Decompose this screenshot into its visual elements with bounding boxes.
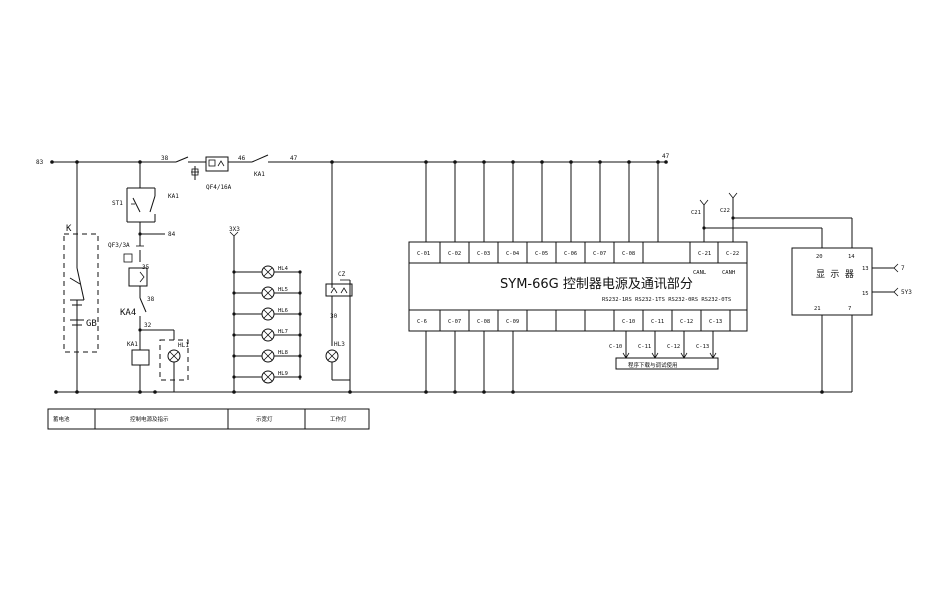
legend-battery: 蓄电池 (53, 415, 70, 423)
bottom-terminal-label: C-07 (448, 319, 461, 325)
control-supply-section (123, 162, 189, 392)
c22-label: C22 (720, 208, 730, 214)
program-download (615, 331, 719, 370)
bottom-terminal-cell (729, 309, 748, 332)
program-term-c13: C-13 (696, 344, 709, 350)
lamp-label-hl5: HL5 (278, 287, 288, 293)
wire-label-ka1-main: KA1 (254, 171, 265, 178)
bottom-terminal-cell (555, 309, 586, 332)
top-terminal-label: C-22 (726, 251, 739, 257)
node-35-label: 35 (142, 264, 150, 271)
legend-work-lamp: 工作灯 (330, 415, 347, 423)
program-term-c11: C-11 (638, 344, 651, 350)
program-term-c10: C-10 (609, 344, 622, 350)
bottom-terminal-cell (584, 309, 615, 332)
socket-cz-label: CZ (338, 271, 346, 278)
qf3-label: QF3/3A (108, 242, 130, 249)
display-pin-20: 20 (816, 254, 823, 260)
display-pin-14: 14 (848, 254, 855, 260)
wire-label-47: 47 (290, 155, 298, 162)
battery-gb-label: GB (86, 319, 97, 329)
bottom-terminal-label: C-12 (680, 319, 693, 325)
top-terminal-label: C-05 (535, 251, 548, 257)
display-ext-7: 7 (901, 265, 905, 272)
legend-table (47, 408, 370, 430)
bottom-terminal-label: C-6 (417, 319, 427, 325)
wire-label-83: 83 (36, 159, 44, 166)
ka1-coil-label: KA1 (127, 341, 138, 348)
qf4-label: QF4/16A (206, 184, 232, 191)
display-unit (791, 247, 899, 392)
qf4-breaker (191, 156, 229, 180)
program-term-c12: C-12 (667, 344, 680, 350)
controller-bottom-terminals: C-6 C-07 C-08 C-09 C-10 C-11 C-12 C-13 (408, 309, 748, 332)
top-terminal-label: C-08 (622, 251, 635, 257)
lamp-label-hl6: HL6 (278, 308, 288, 314)
wire-label-47-end: 47 (662, 153, 670, 160)
legend-side-lamps: 示宽灯 (256, 415, 273, 423)
node-32-label: 32 (144, 322, 152, 329)
bottom-terminal-cell (526, 309, 557, 332)
can-l-label: CANL (693, 270, 707, 276)
lamp-label-hl4: HL4 (278, 266, 289, 272)
bottom-terminal-label: C-11 (651, 319, 664, 325)
display-pin-21: 21 (814, 306, 821, 312)
program-box-label: 程序下载与调试使用 (628, 361, 678, 369)
rs232-labels: RS232-1RS RS232-1TS RS232-0RS RS232-0TS (602, 297, 731, 303)
wire-label-46: 46 (238, 155, 246, 162)
hl3-label: HL3 (334, 341, 345, 348)
top-terminal-cell (642, 241, 691, 264)
top-terminal-label: C-04 (506, 251, 520, 257)
hl1-label: HL1 (178, 342, 189, 349)
ka1-contact-label: KA1 (168, 193, 179, 200)
lamp-bus-label: 3X3 (229, 226, 240, 233)
top-terminal-label: C-03 (477, 251, 490, 257)
side-lamp-section (229, 231, 301, 392)
main-power-wire (50, 154, 668, 164)
display-pin-7: 7 (848, 306, 851, 312)
lamp-label-hl9: HL9 (278, 371, 288, 377)
node-30-label: 30 (330, 313, 338, 320)
legend-control-power: 控制电源及指示 (130, 415, 169, 423)
wire-label-38: 38 (161, 155, 169, 162)
top-terminal-label: C-01 (417, 251, 430, 257)
display-pin-15: 15 (862, 291, 869, 297)
display-pin-13: 13 (862, 266, 869, 272)
top-terminal-label: C-02 (448, 251, 461, 257)
work-lamp-section (325, 162, 353, 392)
display-ext-5y3: 5Y3 (901, 289, 912, 296)
can-h-label: CANH (722, 270, 735, 276)
controller-title: SYM-66G 控制器电源及通讯部分 (500, 277, 693, 292)
display-title: 显 示 器 (816, 269, 854, 280)
lamp-label-hl7: HL7 (278, 329, 288, 335)
top-terminal-label: C-06 (564, 251, 577, 257)
bottom-terminal-label: C-09 (506, 319, 519, 325)
lamp-label-hl8: HL8 (278, 350, 288, 356)
bottom-terminal-label: C-13 (709, 319, 722, 325)
st1-label: ST1 (112, 200, 123, 207)
switch-k-label: K (66, 224, 72, 234)
ka4-label: KA4 (120, 308, 136, 318)
bottom-terminal-label: C-10 (622, 319, 635, 325)
battery-section (63, 162, 99, 392)
can-bus-wiring (699, 192, 853, 248)
controller-top-terminals: C-01 C-02 C-03 C-04 C-05 C-06 C-07 C-08 C-21 C-22 (408, 241, 748, 264)
controller-drops (425, 162, 659, 392)
top-terminal-label: C-21 (698, 251, 711, 257)
node-38b-label: 38 (147, 296, 155, 303)
bottom-terminal-label: C-08 (477, 319, 490, 325)
c21-label: C21 (691, 210, 701, 216)
node-84-label: 84 (168, 231, 176, 238)
top-terminal-label: C-07 (593, 251, 606, 257)
